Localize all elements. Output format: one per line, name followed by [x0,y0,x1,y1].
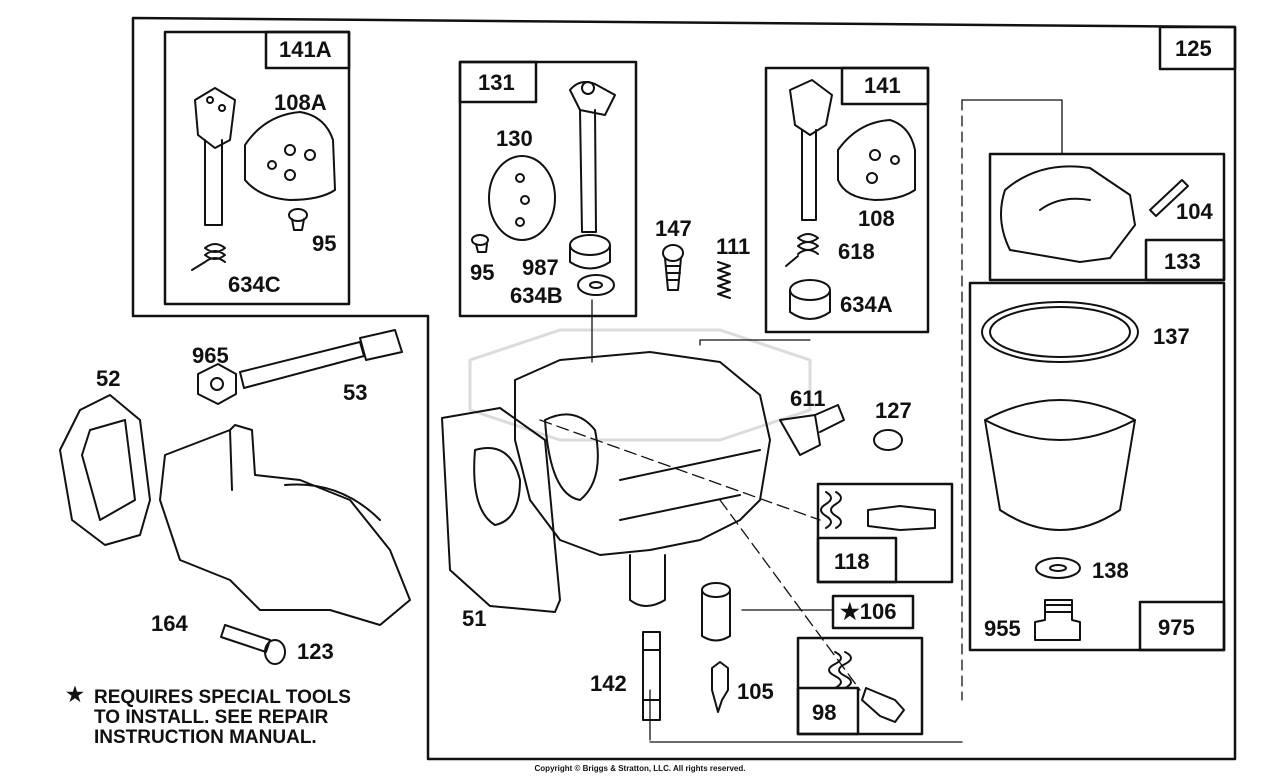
part-label-987: 987 [522,255,559,280]
screw-95a [288,208,308,231]
gasket-51 [441,407,561,613]
watermark-logo [468,328,812,442]
spring-618 [785,233,819,267]
plate-108A [244,111,336,201]
copyright-footer: Copyright © Briggs & Stratton, LLC. All … [534,764,746,773]
note-line-1: REQUIRES SPECIAL TOOLS [94,687,351,708]
fitting-611 [779,404,845,456]
kit-label-106: ★106 [840,599,897,624]
screw-95b [471,234,489,253]
spring-111 [717,261,731,299]
part-label-955: 955 [984,616,1021,641]
kit-label-141: 141 [864,73,901,98]
part-label-147: 147 [655,216,692,241]
intake-164 [159,424,411,626]
throttle-shaft-141A [194,87,236,226]
part-label-130: 130 [496,126,533,151]
part-label-95a: 95 [312,231,337,256]
kit-label-98: 98 [812,700,837,725]
needle-105 [711,661,729,713]
note-line-3: INSTRUCTION MANUAL. [94,727,317,748]
part-label-53: 53 [343,380,368,405]
gasket-137 [981,301,1139,363]
part-label-138: 138 [1092,558,1129,583]
part-label-965: 965 [192,343,229,368]
float-133 [1000,165,1136,263]
part-label-111: 111 [716,234,751,259]
part-label-123: 123 [297,639,334,664]
throttle-shaft-141 [789,79,833,221]
washer-138 [1035,557,1081,579]
part-label-634C: 634C [228,272,281,297]
kit-label-131: 131 [478,70,515,95]
part-label-127: 127 [875,398,912,423]
spring-634C [191,243,226,271]
part-label-104: 104 [1176,199,1213,224]
part-label-108A: 108A [274,90,327,115]
plate-130 [488,155,556,241]
plate-108 [837,119,916,201]
screw-123 [220,624,286,665]
part-label-51: 51 [462,606,487,631]
float-bowl [984,399,1136,531]
part-label-164: 164 [151,611,188,636]
part-label-108: 108 [858,206,895,231]
kit-box-98 [796,636,924,736]
bowl-nut-955 [1034,599,1081,641]
kit-label-125: 125 [1175,36,1212,61]
part-label-634A: 634A [840,292,893,317]
part-label-611: 611 [790,386,826,411]
kit-label-133: 133 [1164,249,1201,274]
washer-634B [577,274,615,296]
seal-987 [569,234,611,270]
gasket-52 [59,394,151,546]
star-icon: ★ [66,684,84,706]
choke-shaft-131 [569,81,616,233]
kit-box-133 [988,152,1226,282]
jet-106 [701,582,731,642]
kit-box-975 [968,281,1226,652]
note-line-2: TO INSTALL. SEE REPAIR [94,707,329,728]
carburetor-body [514,351,771,556]
part-label-52: 52 [96,366,121,391]
kit-label-118: 118 [834,549,870,574]
part-label-142: 142 [590,671,627,696]
bushing-634A [789,279,831,320]
kit-box-131 [458,60,638,318]
kit-label-141A: 141A [279,37,332,62]
part-label-634B: 634B [510,283,563,308]
nut-965 [197,363,237,405]
kit-box-141A [163,30,351,306]
stud-53 [239,329,403,389]
screw-147 [662,244,684,291]
plug-127 [873,429,903,451]
part-label-95b: 95 [470,260,495,285]
part-label-105: 105 [737,679,774,704]
part-label-618: 618 [838,239,875,264]
pin-104 [1149,179,1189,217]
kit-label-975: 975 [1158,615,1195,640]
part-label-137: 137 [1153,324,1190,349]
nozzle-142 [642,631,661,721]
